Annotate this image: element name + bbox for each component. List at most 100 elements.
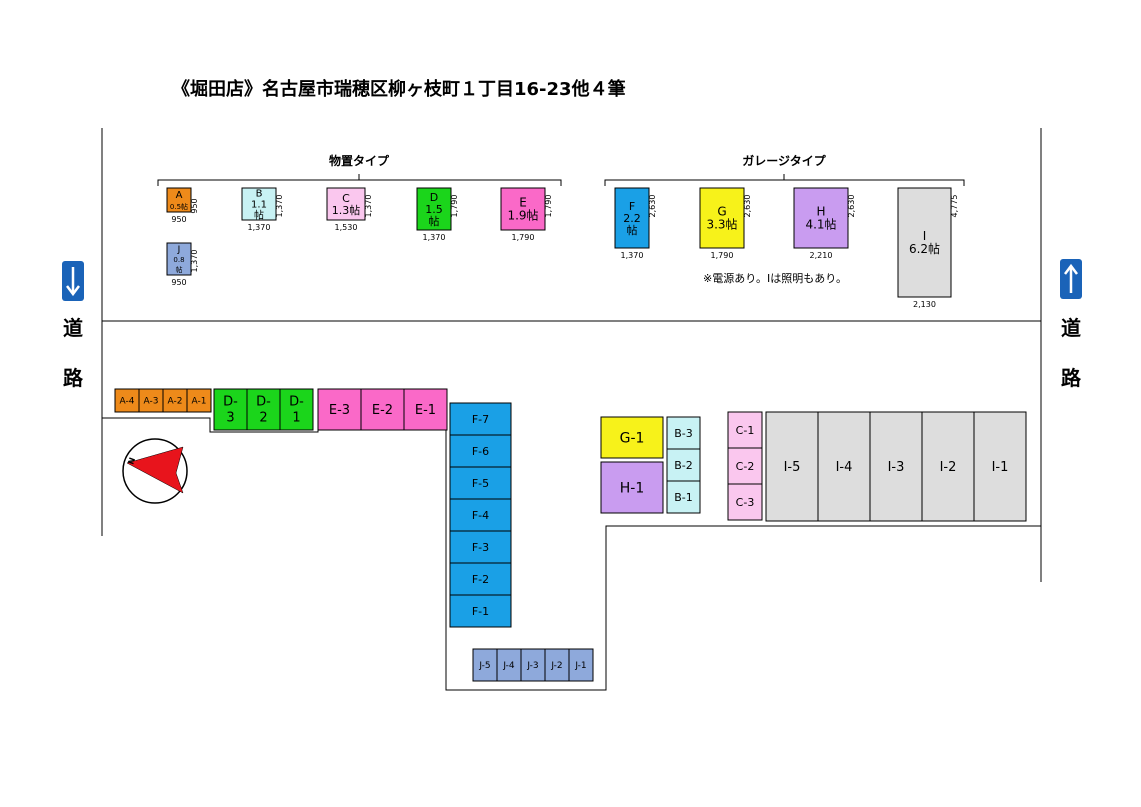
- unit-i-5[interactable]: I-5: [765, 411, 819, 522]
- legend-line: 1.5: [425, 203, 443, 216]
- unit-box[interactable]: [568, 648, 594, 682]
- unit-f-6[interactable]: F-6: [449, 434, 512, 468]
- unit-c-3[interactable]: C-3: [727, 483, 763, 521]
- legend-line: 帖: [176, 265, 183, 274]
- section-garage-label: ガレージタイプ: [742, 153, 827, 168]
- unit-j-2[interactable]: J-2: [544, 648, 570, 682]
- unit-label: F-7: [472, 413, 489, 426]
- unit-box[interactable]: [317, 388, 362, 431]
- unit-f-7[interactable]: F-7: [449, 402, 512, 436]
- unit-box[interactable]: [186, 388, 212, 413]
- unit-label: A-2: [168, 397, 183, 407]
- unit-a-2[interactable]: A-2: [162, 388, 188, 413]
- road-label-top-right: 道: [1061, 316, 1081, 340]
- unit-h-1[interactable]: H-1: [600, 461, 664, 514]
- unit-box[interactable]: [921, 411, 975, 522]
- legend-box-f: [614, 187, 650, 249]
- unit-g-1[interactable]: G-1: [600, 416, 664, 459]
- unit-box[interactable]: [472, 648, 498, 682]
- legend-width: 1,790: [711, 251, 734, 260]
- unit-i-2[interactable]: I-2: [921, 411, 975, 522]
- unit-box[interactable]: [360, 388, 405, 431]
- unit-box[interactable]: [600, 416, 664, 459]
- unit-box[interactable]: [449, 594, 512, 628]
- unit-j-5[interactable]: J-5: [472, 648, 498, 682]
- unit-box[interactable]: [600, 461, 664, 514]
- unit-c-2[interactable]: C-2: [727, 447, 763, 485]
- unit-label: F-1: [472, 605, 489, 618]
- unit-a-1[interactable]: A-1: [186, 388, 212, 413]
- unit-b-3[interactable]: B-3: [666, 416, 701, 450]
- unit-f-1[interactable]: F-1: [449, 594, 512, 628]
- legend-depth: 1,370: [275, 195, 284, 218]
- unit-box[interactable]: [213, 388, 248, 431]
- unit-label: F-2: [472, 573, 489, 586]
- legend-depth: 1,790: [544, 195, 553, 218]
- unit-label: B-2: [674, 459, 693, 472]
- unit-d-1[interactable]: D-1: [279, 388, 314, 431]
- unit-a-4[interactable]: A-4: [114, 388, 140, 413]
- road-label-bottom-right: 路: [1061, 366, 1082, 390]
- unit-f-5[interactable]: F-5: [449, 466, 512, 500]
- unit-box[interactable]: [544, 648, 570, 682]
- legend-width: 1,370: [423, 233, 446, 242]
- legend-width: 950: [171, 278, 186, 287]
- legend-line: 6.2帖: [909, 241, 940, 256]
- unit-f-4[interactable]: F-4: [449, 498, 512, 532]
- unit-box[interactable]: [279, 388, 314, 431]
- unit-e-2[interactable]: E-2: [360, 388, 405, 431]
- legend-line: 帖: [627, 224, 638, 237]
- unit-box[interactable]: [666, 448, 701, 482]
- unit-label: A-4: [120, 397, 135, 407]
- unit-e-3[interactable]: E-3: [317, 388, 362, 431]
- unit-j-4[interactable]: J-4: [496, 648, 522, 682]
- unit-label: A-3: [144, 397, 159, 407]
- legend-line: B: [256, 189, 263, 200]
- unit-e-1[interactable]: E-1: [403, 388, 448, 431]
- unit-box[interactable]: [666, 416, 701, 450]
- unit-label: A-1: [192, 397, 207, 407]
- unit-box[interactable]: [817, 411, 871, 522]
- unit-f-2[interactable]: F-2: [449, 562, 512, 596]
- unit-label: C-2: [736, 460, 755, 473]
- legend-box-e: [500, 187, 546, 231]
- unit-label: I-1: [992, 460, 1009, 475]
- unit-box[interactable]: [449, 562, 512, 596]
- unit-i-4[interactable]: I-4: [817, 411, 871, 522]
- legend-box-d: [416, 187, 452, 231]
- unit-j-1[interactable]: J-1: [568, 648, 594, 682]
- unit-a-3[interactable]: A-3: [138, 388, 164, 413]
- unit-box[interactable]: [520, 648, 546, 682]
- unit-label: F-6: [472, 445, 489, 458]
- unit-box[interactable]: [403, 388, 448, 431]
- unit-label: F-3: [472, 541, 489, 554]
- unit-box[interactable]: [973, 411, 1027, 522]
- unit-d-2[interactable]: D-2: [246, 388, 281, 431]
- unit-box[interactable]: [727, 483, 763, 521]
- unit-d-3[interactable]: D-3: [213, 388, 248, 431]
- unit-box[interactable]: [449, 530, 512, 564]
- unit-box[interactable]: [449, 402, 512, 436]
- unit-b-2[interactable]: B-2: [666, 448, 701, 482]
- unit-i-1[interactable]: I-1: [973, 411, 1027, 522]
- power-note: ※電源あり。Iは照明もあり。: [703, 271, 847, 285]
- unit-label: 1: [292, 411, 300, 426]
- unit-label: J-2: [550, 661, 562, 671]
- unit-box[interactable]: [666, 480, 701, 514]
- legend-line: I: [923, 229, 927, 243]
- unit-i-3[interactable]: I-3: [869, 411, 923, 522]
- unit-j-3[interactable]: J-3: [520, 648, 546, 682]
- unit-c-1[interactable]: C-1: [727, 411, 763, 449]
- unit-box[interactable]: [869, 411, 923, 522]
- unit-box[interactable]: [765, 411, 819, 522]
- compass-icon: N: [122, 438, 188, 504]
- unit-b-1[interactable]: B-1: [666, 480, 701, 514]
- unit-f-3[interactable]: F-3: [449, 530, 512, 564]
